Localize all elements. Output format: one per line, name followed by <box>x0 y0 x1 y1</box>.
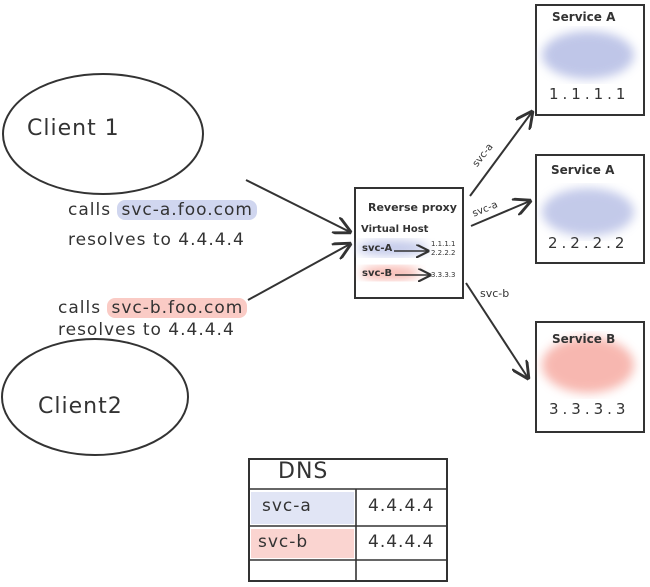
service-b-box <box>535 321 645 433</box>
dns-row-2-name: svc-b <box>258 532 309 552</box>
proxy-route-a-target: 1.1.1.1 2.2.2.2 <box>431 240 456 257</box>
dns-title: DNS <box>278 459 329 484</box>
arrow-proxy-service-a2 <box>470 201 530 227</box>
client2-calls: calls svc-b.foo.com <box>58 298 248 318</box>
dns-row-1-ip: 4.4.4.4 <box>368 496 435 516</box>
client2-calls-prefix: calls <box>58 298 102 318</box>
arrow-proxy-service-a1 <box>469 112 532 197</box>
proxy-route-b-target: 3.3.3.3 <box>431 271 456 279</box>
client1-calls-prefix: calls <box>68 200 112 220</box>
service-a2-name: Service A <box>551 163 615 177</box>
dns-row-2-ip: 4.4.4.4 <box>368 532 435 552</box>
service-a2-ip: 2.2.2.2 <box>548 234 629 252</box>
client1-calls: calls svc-a.foo.com <box>68 200 257 220</box>
client1-label: Client 1 <box>27 116 120 141</box>
arrow-proxy-service-b <box>465 282 528 378</box>
edge-label-svc-b: svc-b <box>480 287 510 300</box>
proxy-route-a-name: svc-A <box>362 243 393 254</box>
service-a1-box <box>535 4 645 116</box>
dns-table <box>248 458 448 582</box>
reverse-proxy-box <box>354 187 464 299</box>
arrow-client1-proxy <box>245 179 350 232</box>
service-b-ip: 3.3.3.3 <box>549 400 630 418</box>
proxy-route-b-name: svc-B <box>362 268 393 279</box>
dns-row-1-name: svc-a <box>262 496 312 516</box>
client1-resolves: resolves to 4.4.4.4 <box>68 230 245 250</box>
service-a1-ip: 1.1.1.1 <box>549 85 630 103</box>
client2-label: Client2 <box>38 394 123 419</box>
client2-resolves: resolves to 4.4.4.4 <box>58 320 235 340</box>
client1-node <box>2 73 204 195</box>
service-a1-name: Service A <box>552 10 616 24</box>
proxy-subtitle: Virtual Host <box>361 224 429 235</box>
client2-node <box>1 338 189 456</box>
arrow-client2-proxy <box>247 244 350 301</box>
proxy-title: Reverse proxy <box>368 201 457 214</box>
service-a2-box <box>535 154 645 264</box>
client2-host: svc-b.foo.com <box>107 298 248 318</box>
service-b-name: Service B <box>552 332 616 346</box>
client1-host: svc-a.foo.com <box>117 200 257 220</box>
